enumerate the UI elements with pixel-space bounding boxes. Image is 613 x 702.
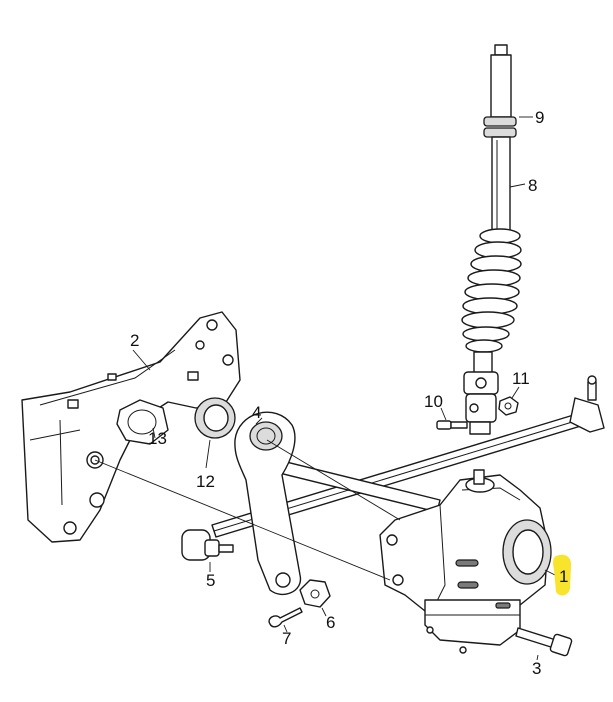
universal-joint bbox=[463, 351, 499, 435]
callout-3: 3 bbox=[532, 659, 541, 678]
part-4-pitman-arm bbox=[234, 411, 302, 595]
callout-1-highlight bbox=[553, 554, 572, 596]
part-1-steering-gear-box bbox=[379, 469, 552, 654]
part-9-column-top bbox=[483, 44, 517, 138]
callout-7: 7 bbox=[282, 629, 291, 648]
part-3-mounting-bolt bbox=[515, 627, 573, 657]
part-12-seal-ring bbox=[194, 397, 236, 439]
part-7-cotter-pin bbox=[268, 607, 303, 628]
callout-1: 1 bbox=[559, 567, 568, 586]
callout-2: 2 bbox=[130, 331, 139, 350]
callout-11: 11 bbox=[512, 369, 530, 388]
callout-4: 4 bbox=[252, 403, 261, 422]
callout-9: 9 bbox=[535, 108, 544, 127]
part-8-steering-shaft bbox=[491, 136, 511, 233]
callout-10: 10 bbox=[424, 392, 443, 411]
part-13-hex-nut bbox=[116, 399, 169, 445]
part-11-nut bbox=[498, 396, 519, 416]
steering-bellows bbox=[461, 228, 522, 353]
callout-5: 5 bbox=[206, 571, 215, 590]
part-10-bolt bbox=[436, 420, 468, 430]
callout-12: 12 bbox=[196, 472, 215, 491]
callout-13: 13 bbox=[148, 429, 167, 448]
part-5-ball-joint bbox=[181, 529, 234, 561]
leader-lines bbox=[94, 116, 556, 661]
callout-6: 6 bbox=[326, 613, 335, 632]
callout-8: 8 bbox=[528, 176, 537, 195]
part-6-castle-nut bbox=[299, 579, 331, 608]
tie-rod bbox=[211, 375, 605, 538]
